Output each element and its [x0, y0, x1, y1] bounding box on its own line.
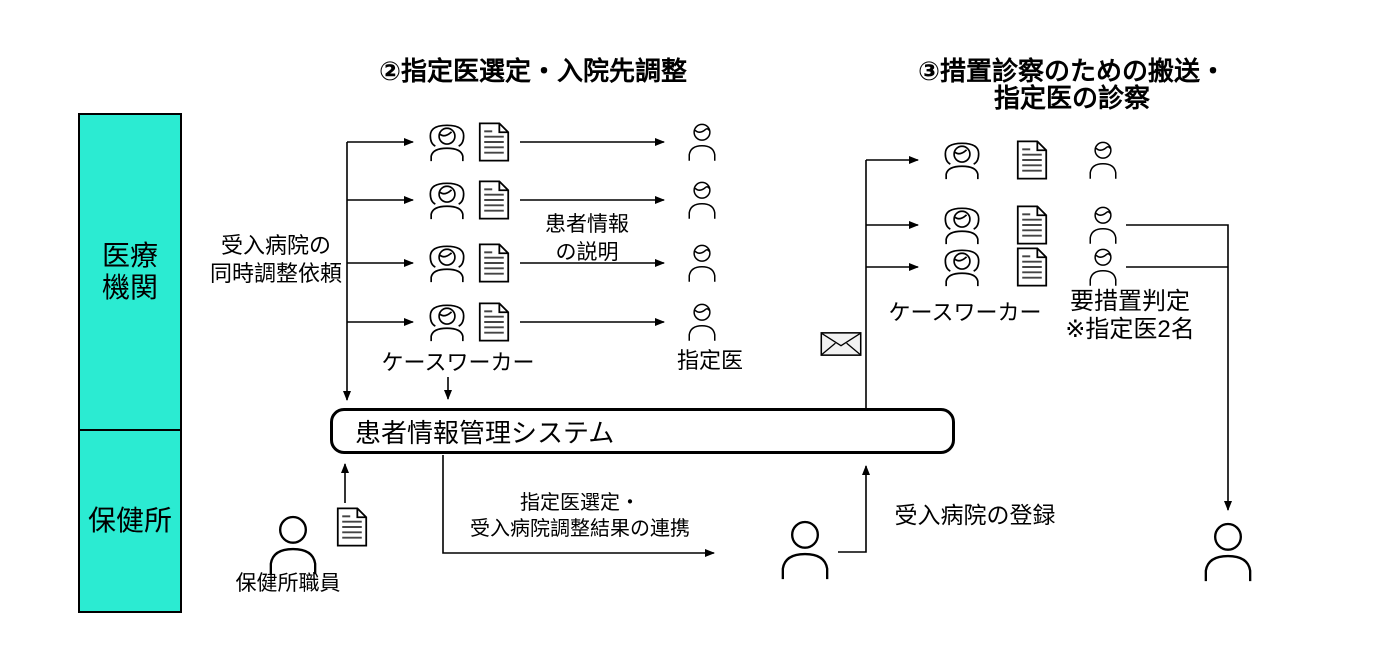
caseworker-right-label: ケースワーカー	[888, 300, 1042, 325]
person-icon	[1200, 521, 1256, 583]
doctor-icon	[684, 122, 720, 162]
person-icon	[265, 514, 321, 576]
caseworker-icon	[425, 243, 469, 283]
envelope-icon	[820, 332, 862, 356]
simultaneous-request-label: 受入病院の 同時調整依頼	[209, 233, 343, 286]
document-icon	[478, 121, 510, 163]
system-box-label: 患者情報管理システム	[355, 417, 615, 448]
document-icon	[1016, 139, 1048, 181]
swimlane-bar: 医療 機関 保健所	[78, 113, 182, 613]
step3-title: ③措置診察のための搬送・指定医の診察	[917, 56, 1226, 113]
document-icon	[336, 506, 368, 548]
coordination-link-arrow	[442, 455, 715, 557]
registration-arrow	[838, 465, 870, 553]
coordination-result-link-label: 指定医選定・ 受入病院調整結果の連携	[470, 492, 690, 540]
document-icon	[1016, 204, 1048, 246]
person-icon	[777, 519, 833, 581]
document-icon	[478, 179, 510, 221]
caseworker-icon	[940, 140, 984, 180]
designated-doctor-label: 指定医	[676, 348, 744, 373]
caseworker-icon	[940, 205, 984, 245]
lane-medical-institution: 医療 機関	[78, 113, 182, 431]
lane-medical-label: 医療 機関	[101, 240, 158, 303]
hospital-registration-label: 受入病院の登録	[894, 502, 1056, 528]
document-icon	[478, 242, 510, 284]
doctor-icon	[684, 302, 720, 342]
doctor-icon	[1085, 140, 1121, 180]
step2-title: ②指定医選定・入院先調整	[378, 56, 688, 86]
caseworker-icon	[425, 302, 469, 342]
measure-judgement-label: 要措置判定 ※指定医2名	[1065, 288, 1195, 343]
caseworker-icon	[425, 180, 469, 220]
patient-info-system-box: 患者情報管理システム	[330, 408, 955, 454]
health-center-staff-label: 保健所職員	[235, 572, 341, 595]
caseworker-icon	[425, 122, 469, 162]
doctor-icon	[1085, 247, 1121, 287]
caseworker-icon	[940, 247, 984, 287]
doctor-icon	[684, 243, 720, 283]
document-icon	[1016, 246, 1048, 288]
caseworker-left-label: ケースワーカー	[381, 350, 535, 375]
lane-health-label: 保健所	[87, 505, 172, 536]
doctor-icon	[1085, 205, 1121, 245]
lane-health-center: 保健所	[78, 429, 182, 613]
doctors-collector-arrow	[1126, 224, 1232, 511]
document-icon	[478, 301, 510, 343]
doctor-icon	[684, 180, 720, 220]
patient-info-explanation-label: 患者情報 の説明	[545, 213, 629, 264]
